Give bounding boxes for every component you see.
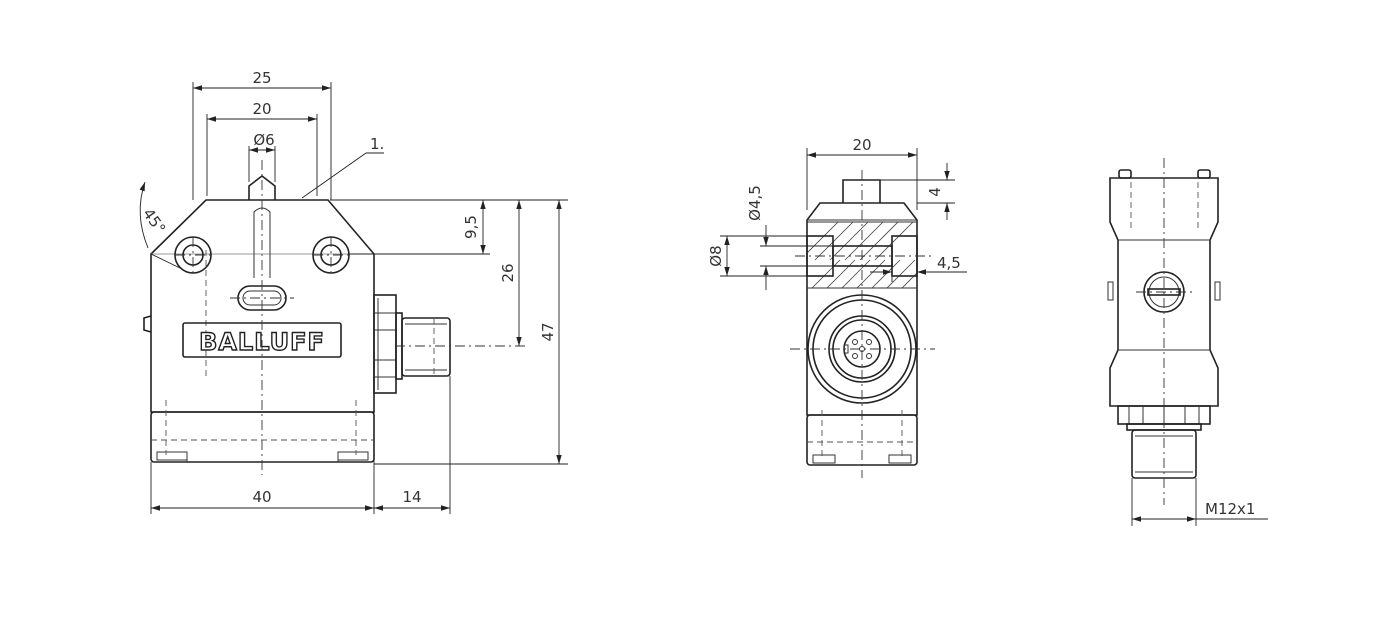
side-dim-20: 20: [852, 136, 871, 154]
front-base: [150, 411, 375, 463]
dim-25: 25: [252, 69, 271, 87]
dim-40: 40: [252, 488, 271, 506]
side-dim-4-5: 4,5: [937, 254, 961, 272]
side-dim-dia-8: Ø8: [707, 245, 725, 266]
back-view: M12x1: [1107, 158, 1268, 526]
brand-logo: BALLUFF: [199, 328, 325, 356]
dim-m12x1: M12x1: [1205, 500, 1255, 518]
dim-47: 47: [539, 322, 557, 341]
side-view: [790, 170, 935, 478]
front-connector: [373, 294, 451, 394]
front-body-outline: [150, 199, 375, 413]
dim-20: 20: [252, 100, 271, 118]
callout-1: 1.: [370, 135, 384, 153]
side-dimensions: 20 4 Ø4,5 Ø8 4,5: [707, 136, 967, 290]
front-dimensions: 25 20 Ø6 1. 45° 9,5 26 47: [139, 69, 568, 514]
dim-26: 26: [499, 263, 517, 282]
dim-9-5: 9,5: [462, 215, 480, 239]
dim-dia-6: Ø6: [253, 131, 274, 149]
section-hatch: [807, 222, 917, 288]
side-dim-dia-4-5: Ø4,5: [746, 185, 764, 221]
side-dim-4: 4: [926, 187, 944, 197]
front-view: BALLUFF: [143, 160, 525, 475]
dim-14: 14: [402, 488, 421, 506]
dim-angle-45: 45°: [139, 205, 169, 237]
